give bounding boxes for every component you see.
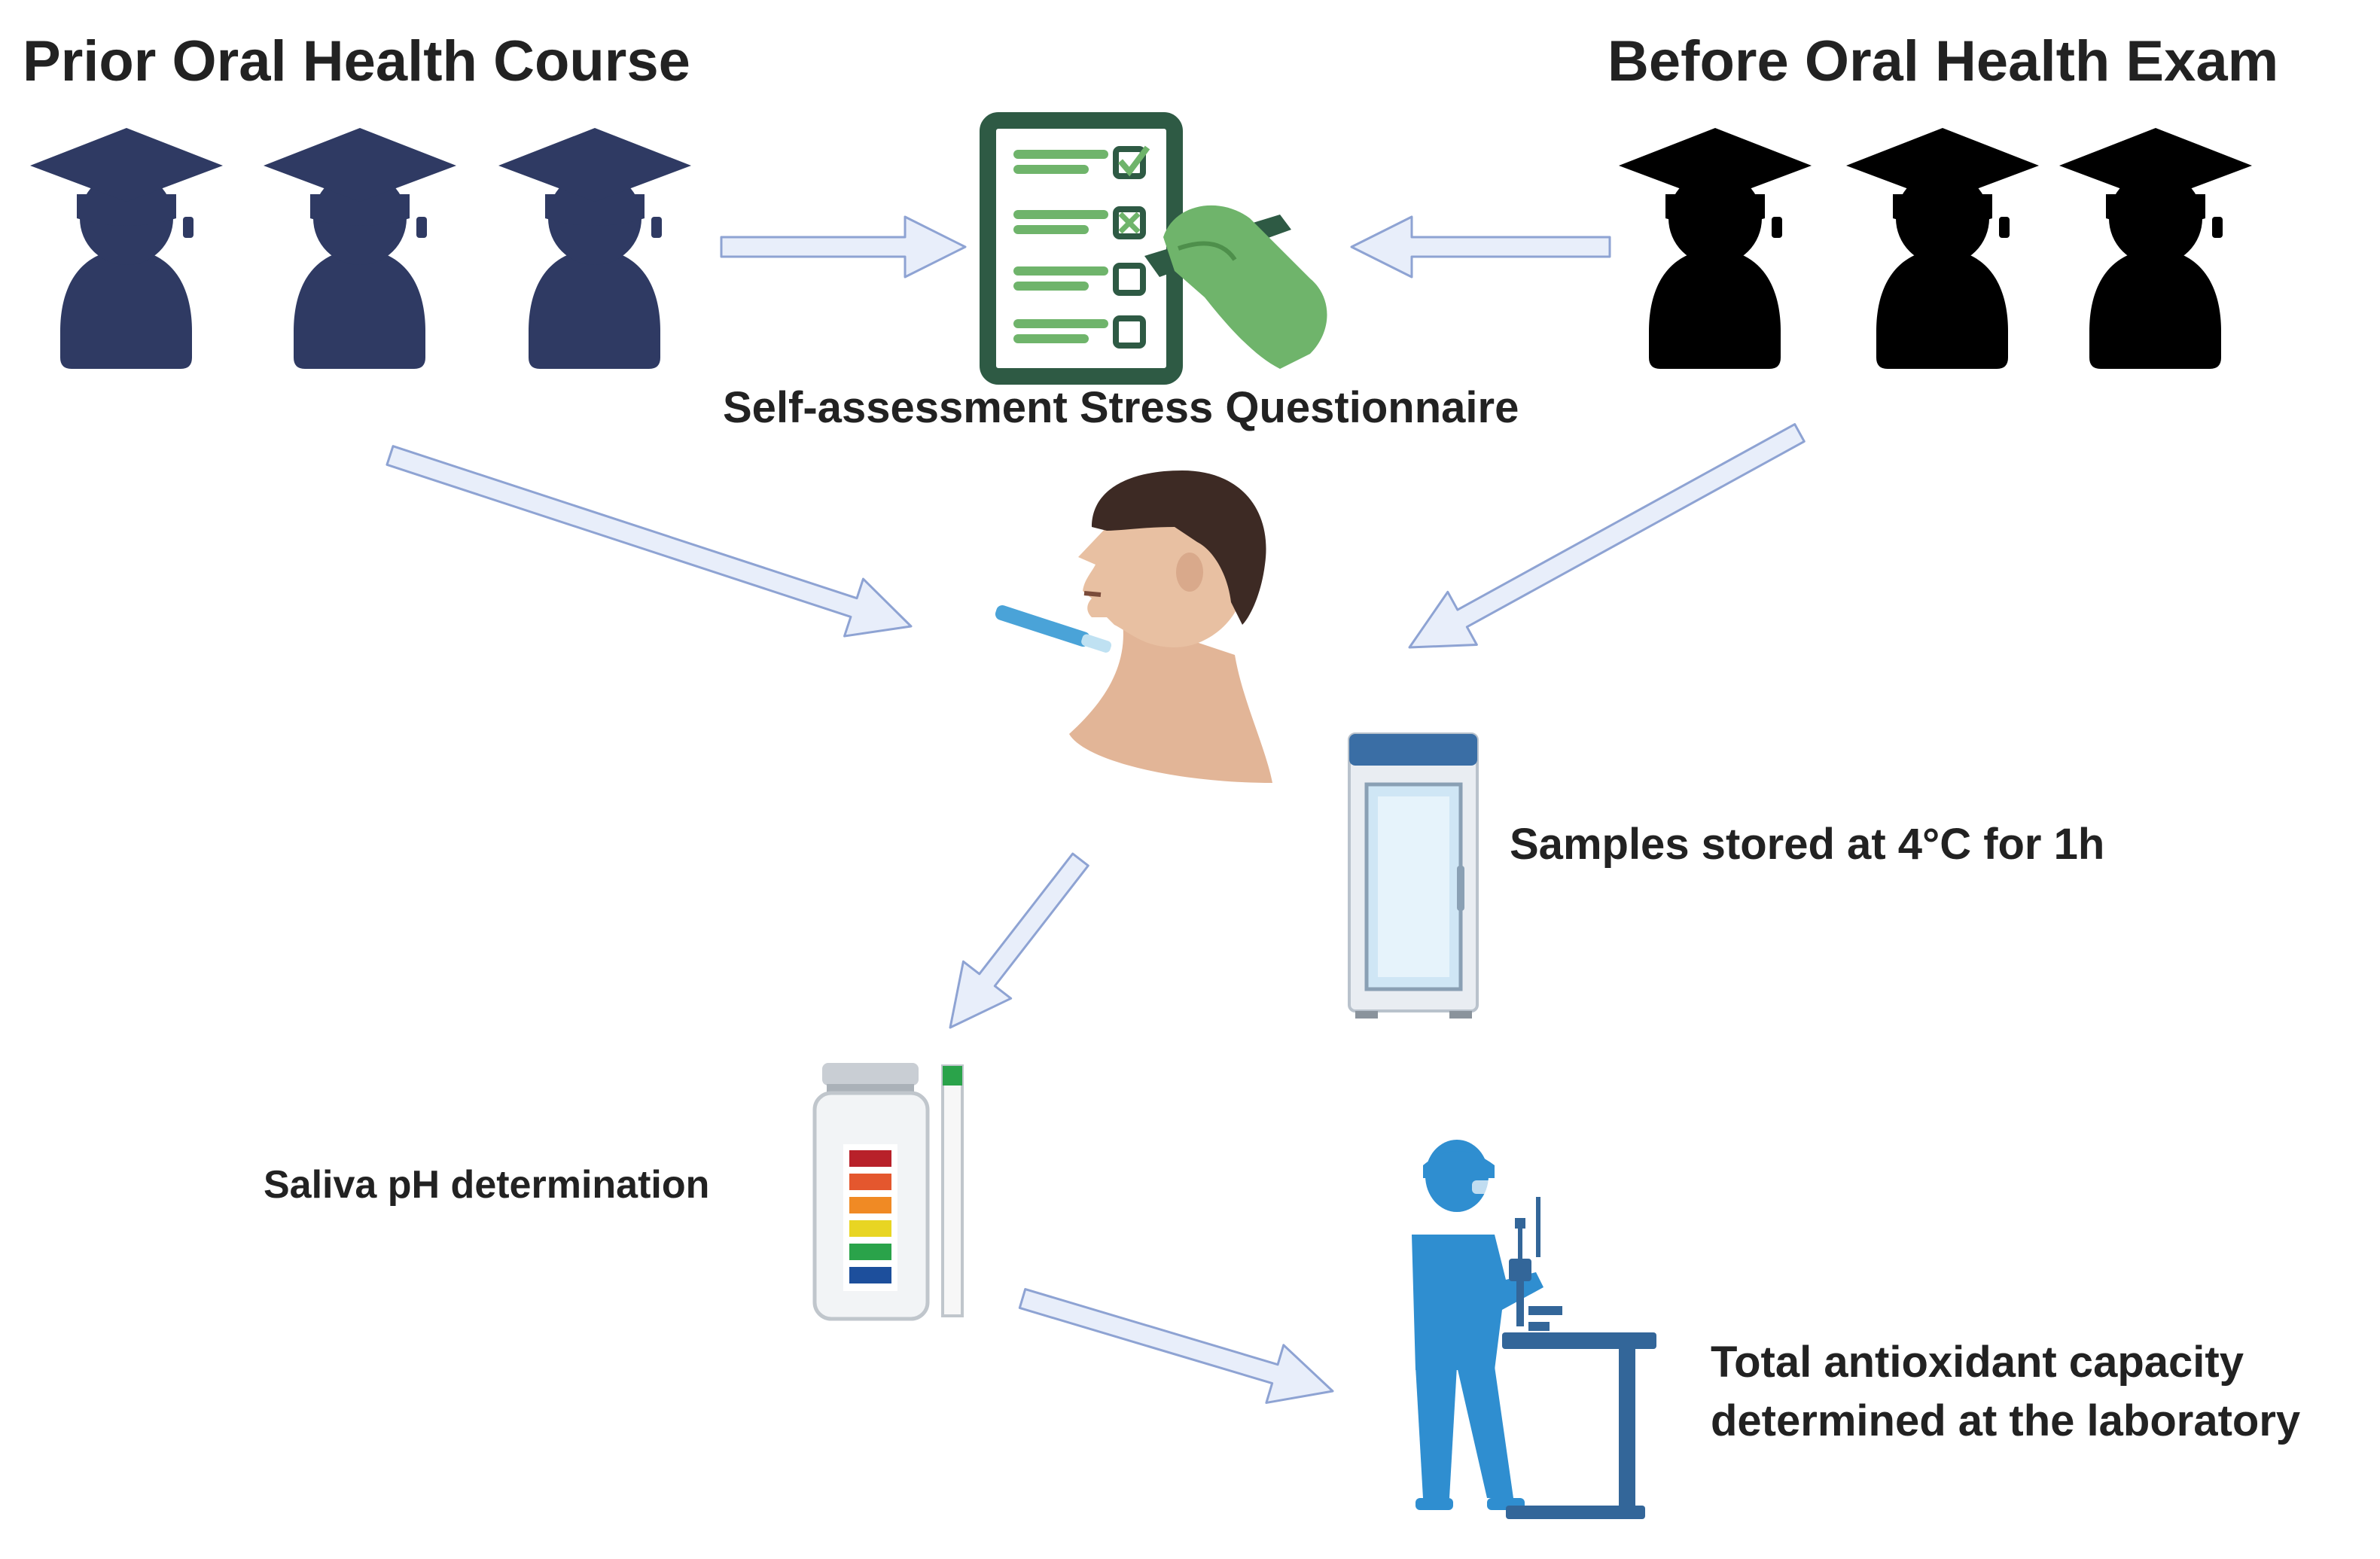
graduate-student-icon bbox=[2059, 128, 2252, 369]
questionnaire-label: Self-assessment Stress Questionnaire bbox=[723, 383, 1519, 432]
graduate-student-icon bbox=[30, 128, 223, 369]
outline-arrow-icon bbox=[385, 445, 913, 638]
ph-test-strip-kit-icon bbox=[812, 1063, 964, 1321]
saliva-sampling-person-icon bbox=[995, 470, 1272, 783]
samples-stored-label: Samples stored at 4°C for 1h bbox=[1510, 820, 2105, 869]
outline-arrow-icon bbox=[1018, 1288, 1334, 1404]
outline-arrow-icon bbox=[720, 215, 967, 279]
saliva-ph-label: Saliva pH determination bbox=[264, 1163, 710, 1207]
course-student-group: .grpA .body { fill: #2f3a63; } .grpA .ca… bbox=[30, 128, 691, 369]
tac-label-line1: Total antioxidant capacity bbox=[1711, 1338, 2244, 1387]
checklist-clipboard-icon bbox=[980, 112, 1183, 385]
graduate-student-icon bbox=[1619, 128, 1812, 369]
ph-color-band bbox=[849, 1267, 891, 1283]
laboratory-refrigerator-icon bbox=[1348, 732, 1479, 1019]
outline-arrow-icon bbox=[1350, 215, 1611, 279]
exam-student-group bbox=[1619, 128, 2252, 369]
before-exam-label: Before Oral Health Exam bbox=[1607, 29, 2279, 93]
outline-arrow-icon bbox=[949, 852, 1089, 1029]
graduate-student-icon bbox=[264, 128, 456, 369]
prior-course-label: Prior Oral Health Course bbox=[23, 29, 690, 93]
lab-bench bbox=[1502, 1332, 1656, 1519]
outline-arrow-icon bbox=[1408, 423, 1806, 649]
ph-color-band bbox=[849, 1244, 891, 1260]
tac-label-line2: determined at the laboratory bbox=[1711, 1396, 2301, 1445]
lab-scientist-icon bbox=[1412, 1140, 1562, 1510]
ph-color-band bbox=[849, 1150, 891, 1167]
writing-hand-icon bbox=[1144, 205, 1327, 369]
ph-color-band bbox=[849, 1197, 891, 1213]
ph-color-band bbox=[849, 1220, 891, 1237]
ph-color-band bbox=[849, 1174, 891, 1190]
graduate-student-icon bbox=[498, 128, 691, 369]
graduate-student-icon bbox=[1846, 128, 2039, 369]
